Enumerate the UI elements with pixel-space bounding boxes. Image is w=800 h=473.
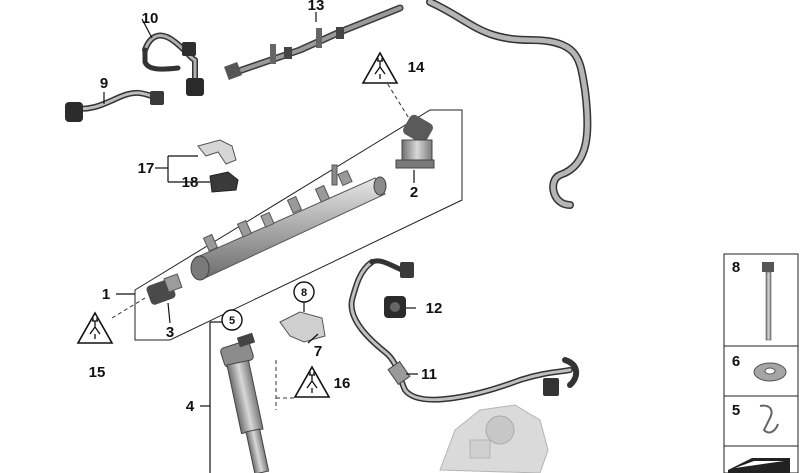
panel-label-8: 8: [732, 259, 740, 276]
circled-ref-5-label: 5: [229, 315, 235, 327]
warning-triangle-plug-icon: [362, 52, 398, 84]
callout-16: 16: [334, 375, 351, 392]
assembly-frame: [134, 109, 463, 341]
fuel-line-part-10: [142, 32, 204, 96]
callout-3: 3: [166, 324, 174, 341]
pressure-regulator-part-2: [395, 114, 435, 169]
panel-label-6: 6: [732, 353, 740, 370]
warning-triangle-plug-icon: [294, 366, 330, 398]
hardware-side-panel: 8 6 5: [723, 253, 799, 473]
callout-15: 15: [89, 364, 106, 381]
leader-lines: [103, 12, 418, 473]
circled-ref-8-label: 8: [301, 287, 307, 299]
clip-part-12: [384, 296, 406, 318]
clip-part-18: [209, 171, 239, 193]
warning-triangle-plug-icon: [77, 312, 113, 344]
callout-9: 9: [100, 75, 108, 92]
fuel-rail-part-1: [190, 164, 387, 281]
injector-part-4: [220, 332, 270, 473]
callout-17: 17: [138, 160, 155, 177]
bolt-part-8: [762, 262, 774, 341]
callout-13: 13: [308, 0, 325, 14]
wiring-harness-part-13: [224, 4, 404, 80]
high-pressure-pump: [439, 404, 549, 473]
bracket-part-17: [197, 139, 237, 165]
return-line-top-right: [426, 0, 592, 209]
callout-12: 12: [426, 300, 443, 317]
high-pressure-line-part-11: [348, 258, 580, 403]
clip-part-5: [759, 404, 779, 434]
callout-7: 7: [314, 343, 322, 360]
callout-11: 11: [421, 366, 437, 383]
pressure-sensor-part-3: [146, 273, 183, 305]
callout-18: 18: [182, 174, 199, 191]
bracket-part-7: [279, 311, 326, 343]
callout-1: 1: [102, 286, 110, 303]
callout-4: 4: [186, 398, 195, 415]
fuel-line-part-9: [65, 89, 164, 122]
callout-10: 10: [142, 10, 159, 27]
arrow-marker-icon: [728, 458, 790, 473]
callout-14: 14: [408, 59, 425, 76]
callout-2: 2: [410, 184, 418, 201]
circled-ref-5: [221, 309, 243, 331]
washer-part-6: [753, 362, 787, 382]
panel-label-5: 5: [732, 402, 740, 419]
